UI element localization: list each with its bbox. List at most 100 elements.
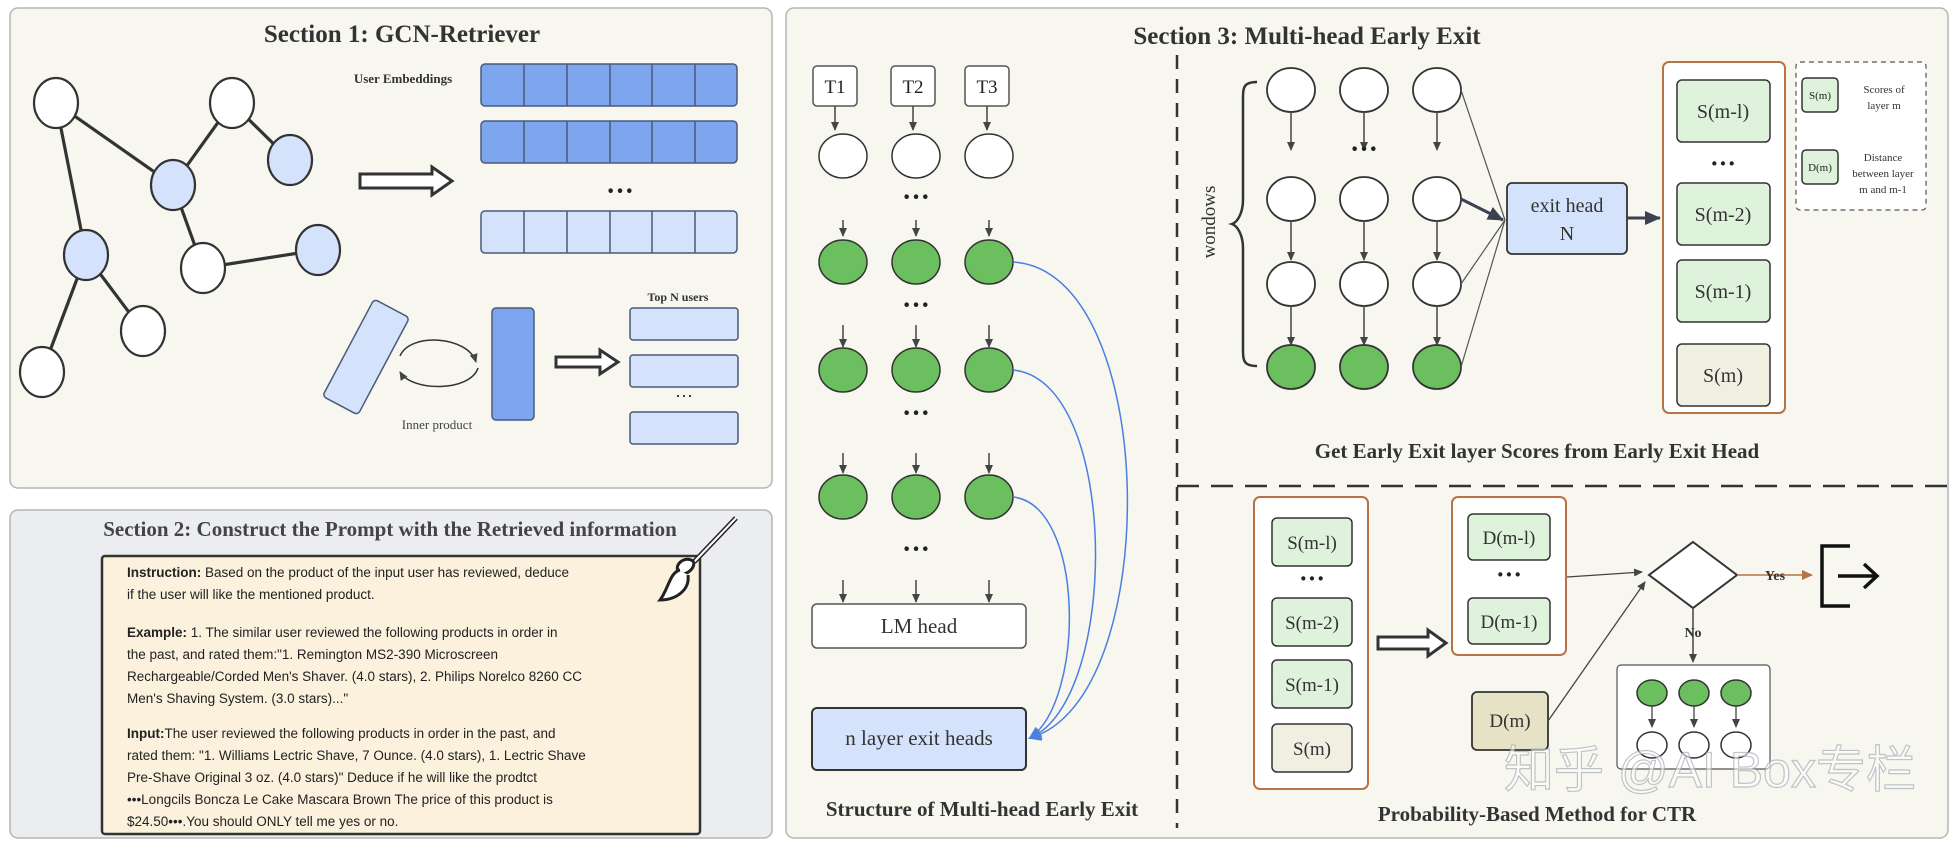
instruction-line: Based on the product of the input user h… [201,565,569,580]
graph-node [119,304,167,358]
layer-nodes [818,239,1014,520]
section2-panel: Section 2: Construct the Prompt with the… [9,509,773,839]
svg-text:D(m): D(m) [1808,162,1832,174]
inner-product-label: Inner product [402,417,473,432]
input-line: The user reviewed the following products… [164,726,555,741]
top-n-list [629,307,739,445]
example-line: Men's Shaving System. (3.0 stars)..." [127,691,348,706]
instruction-line: if the user will like the mentioned prod… [127,587,375,602]
graph-node [62,228,110,282]
structure-diagram: T1 T2 T3 ··· ··· [811,65,1138,821]
score-ellipsis: ··· [1710,149,1736,178]
watermark: 知乎 @AI Box专栏 [1504,742,1916,798]
prompt-box [100,554,702,836]
legend-d-text: between layer [1852,168,1914,180]
legend-d-text: m and m-1 [1859,184,1907,196]
graph-node [32,76,80,130]
score-label: S(m) [1703,365,1743,387]
query-embedding [323,299,409,415]
d-m-label: D(m) [1489,711,1530,732]
layer-ellipsis: ··· [902,534,930,565]
token-nodes [818,133,1014,179]
embedding-rows [480,63,738,254]
section3-panel: Section 3: Multi-head Early Exit T1 T2 T… [785,7,1949,839]
probability-diagram: S(m-l) ··· S(m-2) S(m-1) S(m) D(m-l) ···… [1253,496,1880,826]
token-label: T2 [902,77,923,98]
graph-node [18,345,66,399]
embedding-ellipsis: ··· [606,176,634,207]
left-score-label: S(m-l) [1287,533,1337,554]
inner-product-loop [399,367,479,388]
graph-node [266,133,314,187]
embedding-row [480,120,738,164]
layer-ellipsis: ··· [902,290,930,321]
left-score-label: S(m-2) [1285,613,1339,634]
legend: S(m) Scores of layer m D(m) Distance bet… [1795,61,1927,211]
scores-caption: Get Early Exit layer Scores from Early E… [1315,439,1760,463]
embedding-row [480,63,738,107]
input-line: $24.50•••.You should ONLY tell me yes or… [127,814,398,829]
top-n-item [629,411,739,445]
prob-caption: Probability-Based Method for CTR [1378,802,1697,826]
score-boxes [1676,79,1771,407]
exit-head-label: exit head [1531,195,1604,217]
legend-s-text: Scores of [1863,84,1905,96]
token-label: T1 [824,77,845,98]
example-line: Rechargeable/Corded Men's Shaver. (4.0 s… [127,669,582,684]
user-embeddings-label: User Embeddings [354,71,452,86]
left-score-ellipsis: ··· [1299,564,1325,593]
input-line: •••Longcils Boncza Le Cake Mascara Brown… [127,792,553,807]
window-ellipsis: ··· [1350,134,1378,165]
windows-label: wondows [1199,186,1220,259]
instruction-key: Instruction: [127,565,201,580]
section2-title: Section 2: Construct the Prompt with the… [103,517,677,541]
score-label: S(m-2) [1695,204,1752,226]
hollow-arrow-icon [1376,627,1449,659]
lm-head-box [811,603,1027,649]
window-nodes [1266,67,1462,307]
prompt-text: Instruction: Based on the product of the… [127,565,590,829]
no-label: No [1684,626,1701,641]
hollow-arrow-icon [358,164,455,198]
section1-panel: Section 1: GCN-Retriever User Embe [9,7,773,489]
candidate-embedding [491,307,535,421]
column-arrows [831,106,993,603]
yes-label: Yes [1765,569,1786,584]
scores-diagram: wondows ··· [1199,61,1927,463]
legend-s-text: layer m [1867,100,1901,112]
distance-label: D(m-1) [1481,612,1538,633]
graph-node [294,223,342,277]
section1-title: Section 1: GCN-Retriever [264,21,540,48]
windows-brace [1228,80,1258,368]
exit-head-label: N [1560,223,1574,245]
example-key: Example: [127,625,187,640]
token-label: T3 [976,77,997,98]
embedding-row [480,210,738,254]
left-score-label: S(m) [1293,739,1331,760]
inner-product-loop [399,339,478,363]
lm-head-label: LM head [881,614,958,638]
layer-ellipsis: ··· [902,182,930,213]
input-line: Pre-Shave Original 3 oz. (4.0 stars)" De… [127,770,537,785]
top-n-item [629,307,739,341]
svg-text:S(m): S(m) [1809,90,1831,102]
graph-node [208,76,256,130]
graph-node [179,241,227,295]
example-line: the past, and rated them:"1. Remington M… [127,647,498,662]
top-n-ellipsis: ··· [675,386,693,406]
token-boxes [812,65,1010,107]
legend-d-text: Distance [1864,152,1903,164]
hollow-arrow-icon [554,347,621,377]
structure-caption: Structure of Multi-head Early Exit [826,797,1138,821]
exit-icon [1820,544,1880,608]
legend-s-box [1801,77,1839,113]
top-n-label: Top N users [648,290,709,304]
left-score-label: S(m-1) [1285,675,1339,696]
score-label: S(m-l) [1697,101,1749,123]
paintbrush-icon [656,516,738,602]
distance-ellipsis: ··· [1496,560,1522,589]
score-label: S(m-1) [1695,281,1752,303]
exit-heads-box [811,707,1027,771]
input-line: rated them: "1. Williams Lectric Shave, … [127,748,586,763]
